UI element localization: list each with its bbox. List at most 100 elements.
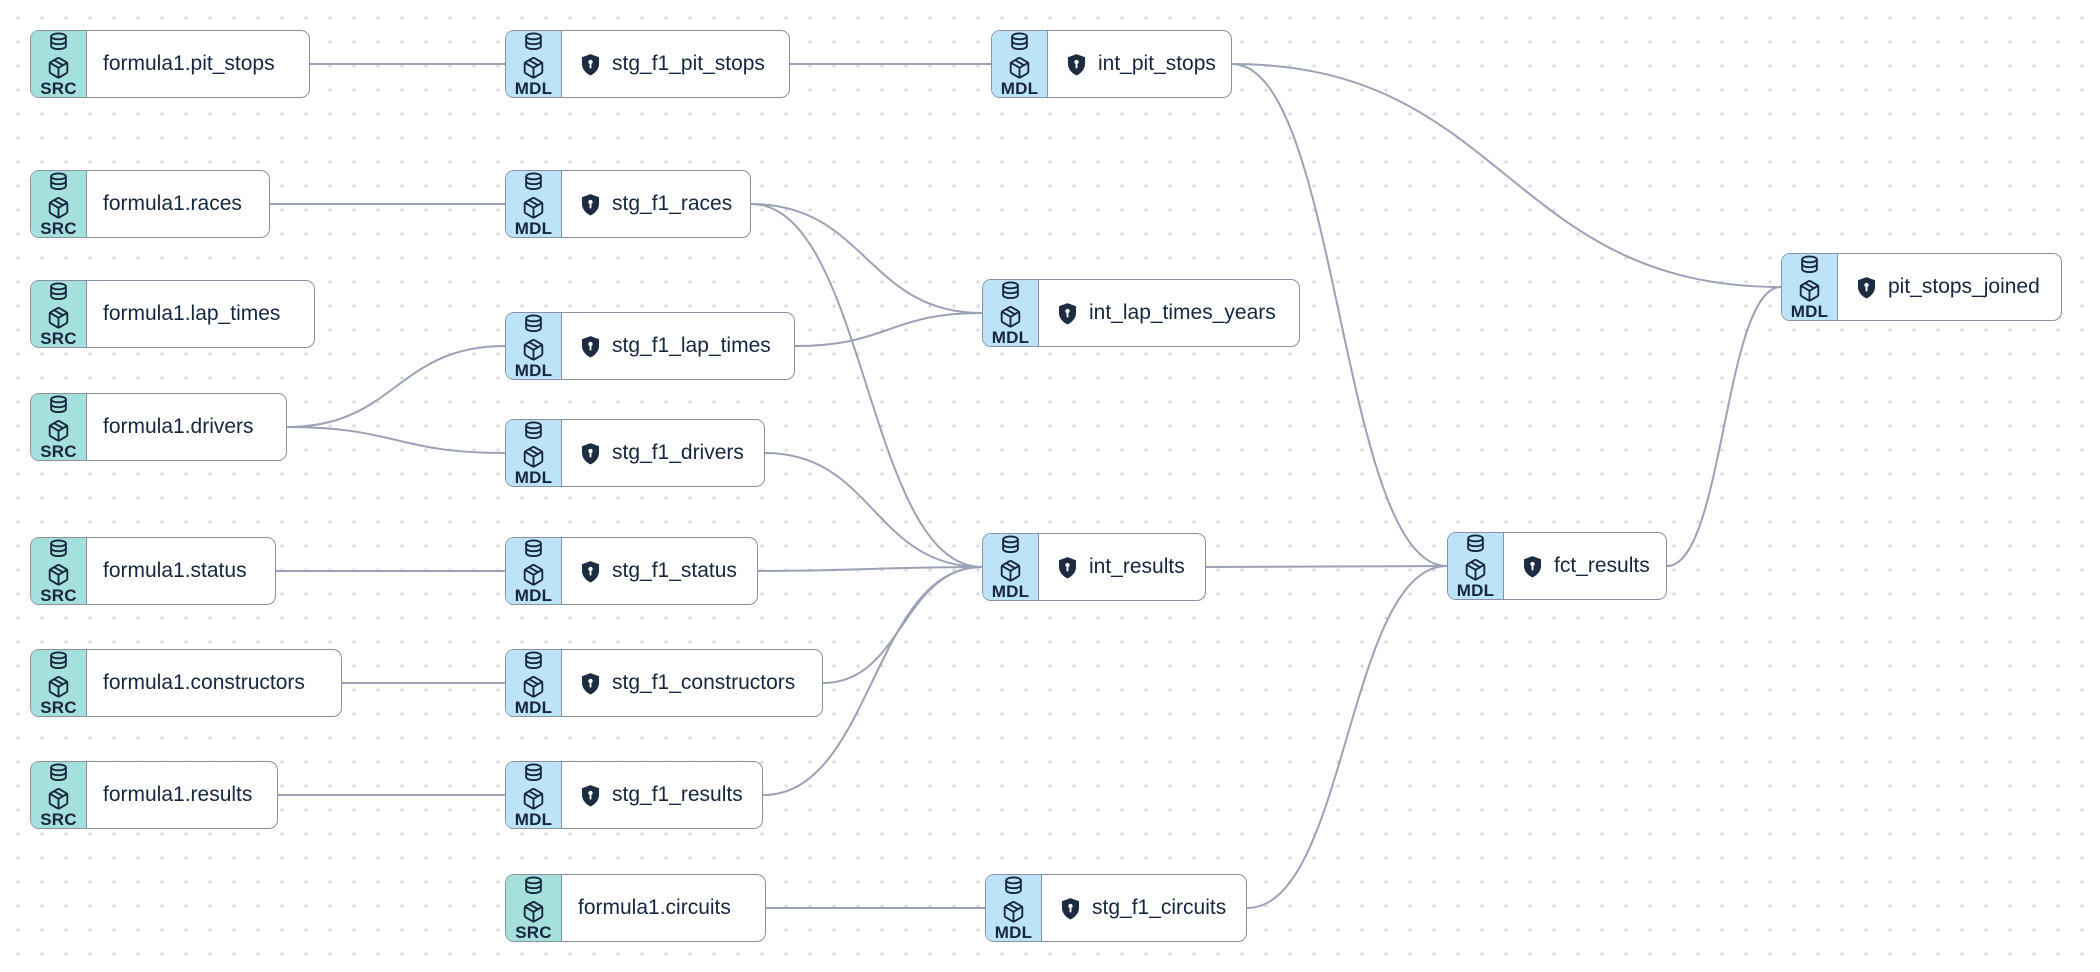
lineage-node-src_races[interactable]: SRC formula1.races: [30, 170, 270, 238]
lineage-node-stg_f1_circuits[interactable]: MDL stg_f1_circuits: [985, 874, 1247, 942]
node-type-badge: MDL: [992, 31, 1048, 97]
database-icon: [50, 651, 67, 670]
node-type-badge: MDL: [1448, 533, 1504, 599]
node-body: stg_f1_circuits: [1042, 875, 1246, 941]
lineage-node-stg_f1_drivers[interactable]: MDL stg_f1_drivers: [505, 419, 765, 487]
lineage-node-src_lap_times[interactable]: SRC formula1.lap_times: [30, 280, 315, 348]
node-type-badge: MDL: [986, 875, 1042, 941]
edge-stg_f1_status-int_results: [757, 566, 983, 572]
lineage-node-stg_f1_constructors[interactable]: MDL stg_f1_constructors: [505, 649, 823, 717]
lineage-node-src_status[interactable]: SRC formula1.status: [30, 537, 276, 605]
lineage-node-stg_f1_status[interactable]: MDL stg_f1_status: [505, 537, 758, 605]
node-body: stg_f1_results: [562, 762, 762, 828]
lineage-node-stg_f1_pit_stops[interactable]: MDL stg_f1_pit_stops: [505, 30, 790, 98]
package-icon: [48, 419, 69, 442]
node-type-badge: SRC: [31, 31, 87, 97]
package-icon: [48, 675, 69, 698]
lineage-node-src_constructors[interactable]: SRC formula1.constructors: [30, 649, 342, 717]
node-body: fct_results: [1504, 533, 1666, 599]
package-icon: [523, 445, 544, 468]
package-icon: [1009, 56, 1030, 79]
package-icon: [1799, 279, 1820, 302]
lineage-node-stg_f1_races[interactable]: MDL stg_f1_races: [505, 170, 751, 238]
database-icon: [1801, 255, 1818, 274]
lineage-node-src_drivers[interactable]: SRC formula1.drivers: [30, 393, 287, 461]
edge-stg_f1_circuits-fct_results: [1246, 565, 1448, 909]
shield-icon: [1055, 301, 1080, 326]
node-type-label: MDL: [514, 468, 553, 487]
lineage-node-fct_results[interactable]: MDL fct_results: [1447, 532, 1667, 600]
node-type-label: MDL: [1790, 302, 1829, 321]
package-icon: [48, 196, 69, 219]
edge-int_pit_stops-fct_results: [1231, 63, 1448, 567]
lineage-node-int_pit_stops[interactable]: MDL int_pit_stops: [991, 30, 1232, 98]
node-type-label: MDL: [514, 79, 553, 98]
database-icon: [50, 282, 67, 301]
package-icon: [1000, 305, 1021, 328]
node-label: stg_f1_pit_stops: [612, 52, 765, 75]
edge-src_drivers-stg_f1_drivers: [286, 426, 506, 454]
lineage-node-int_results[interactable]: MDL int_results: [982, 533, 1206, 601]
shield-icon: [1064, 52, 1089, 77]
database-icon: [50, 763, 67, 782]
node-type-badge: SRC: [506, 875, 562, 941]
package-icon: [523, 563, 544, 586]
shield-icon: [578, 334, 603, 359]
node-type-badge: MDL: [506, 762, 562, 828]
database-icon: [50, 539, 67, 558]
package-icon: [523, 787, 544, 810]
shield-icon: [578, 441, 603, 466]
shield-icon: [578, 783, 603, 808]
shield-icon: [1055, 555, 1080, 580]
lineage-node-src_circuits[interactable]: SRC formula1.circuits: [505, 874, 766, 942]
node-type-label: SRC: [40, 698, 77, 717]
node-label: formula1.constructors: [103, 671, 305, 694]
edge-stg_f1_races-int_lap_times_years: [750, 203, 983, 314]
database-icon: [50, 395, 67, 414]
package-icon: [523, 338, 544, 361]
node-body: stg_f1_status: [562, 538, 757, 604]
lineage-node-int_lap_times_years[interactable]: MDL int_lap_times_years: [982, 279, 1300, 347]
lineage-node-stg_f1_results[interactable]: MDL stg_f1_results: [505, 761, 763, 829]
node-label: formula1.pit_stops: [103, 52, 275, 75]
database-icon: [50, 172, 67, 191]
node-label: formula1.results: [103, 783, 253, 806]
package-icon: [523, 900, 544, 923]
node-label: stg_f1_lap_times: [612, 334, 771, 357]
node-label: stg_f1_status: [612, 559, 737, 582]
database-icon: [525, 32, 542, 51]
node-type-label: MDL: [514, 586, 553, 605]
lineage-node-stg_f1_lap_times[interactable]: MDL stg_f1_lap_times: [505, 312, 795, 380]
database-icon: [1467, 534, 1484, 553]
database-icon: [525, 314, 542, 333]
shield-icon: [578, 192, 603, 217]
package-icon: [1465, 558, 1486, 581]
node-type-label: SRC: [40, 79, 77, 98]
package-icon: [48, 306, 69, 329]
node-type-badge: MDL: [1782, 254, 1838, 320]
node-label: int_results: [1089, 555, 1185, 578]
node-label: pit_stops_joined: [1888, 275, 2040, 298]
node-type-badge: SRC: [31, 538, 87, 604]
node-type-badge: MDL: [506, 313, 562, 379]
node-type-badge: MDL: [506, 650, 562, 716]
lineage-node-pit_stops_joined[interactable]: MDL pit_stops_joined: [1781, 253, 2062, 321]
database-icon: [525, 763, 542, 782]
node-type-label: SRC: [40, 810, 77, 829]
node-body: int_pit_stops: [1048, 31, 1232, 97]
database-icon: [50, 32, 67, 51]
node-body: stg_f1_constructors: [562, 650, 822, 716]
shield-icon: [578, 52, 603, 77]
node-body: formula1.results: [87, 762, 277, 828]
database-icon: [1002, 281, 1019, 300]
database-icon: [1002, 535, 1019, 554]
lineage-node-src_results[interactable]: SRC formula1.results: [30, 761, 278, 829]
database-icon: [525, 539, 542, 558]
node-label: stg_f1_circuits: [1092, 896, 1227, 919]
node-body: formula1.circuits: [562, 875, 765, 941]
package-icon: [48, 56, 69, 79]
lineage-node-src_pit_stops[interactable]: SRC formula1.pit_stops: [30, 30, 310, 98]
shield-icon: [578, 671, 603, 696]
